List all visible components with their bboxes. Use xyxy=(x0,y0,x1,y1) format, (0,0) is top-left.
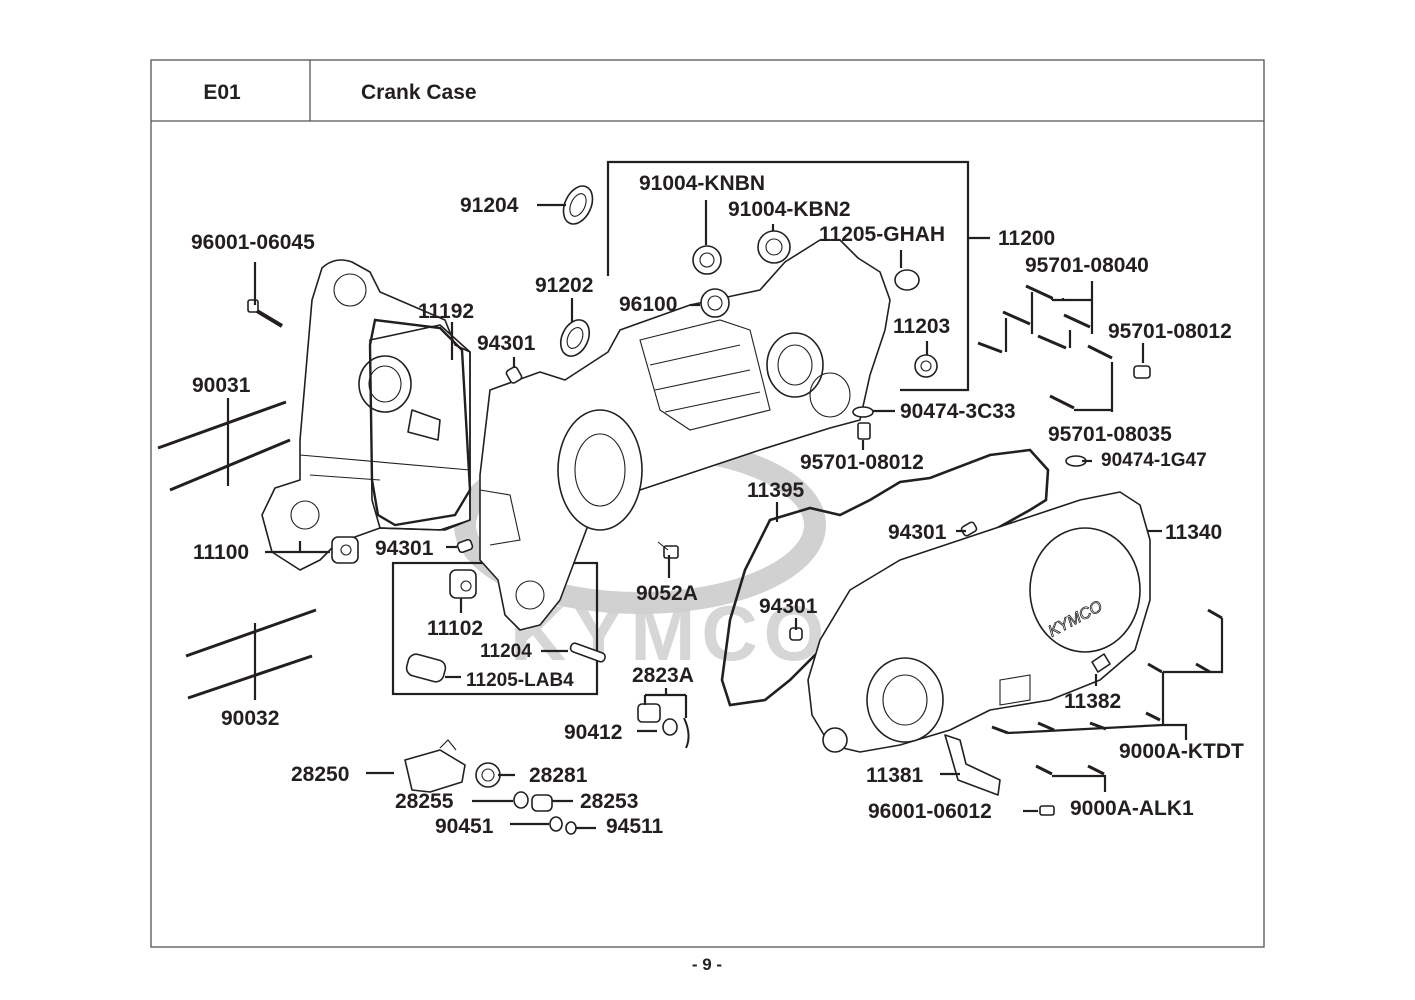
part-label-95701-08012-right[interactable]: 95701-08012 xyxy=(1108,320,1232,343)
part-label-28250[interactable]: 28250 xyxy=(291,763,349,786)
bushing-28253-icon xyxy=(531,794,553,812)
dowel-pin-94301-b-icon xyxy=(456,538,474,554)
part-label-95701-08012-center[interactable]: 95701-08012 xyxy=(800,451,924,474)
bolt-96001-06012-icon xyxy=(1039,805,1055,816)
oil-seal-91204-icon xyxy=(562,185,594,225)
part-label-11205-lab4[interactable]: 11205-LAB4 xyxy=(466,670,574,691)
part-label-2823a[interactable]: 2823A xyxy=(632,664,694,687)
bushing-11205-ghah-icon xyxy=(894,269,920,291)
part-label-94301-left[interactable]: 94301 xyxy=(375,537,434,560)
bolt-9052a-icon xyxy=(657,541,679,559)
stud-bolts-90032-icon xyxy=(185,608,317,700)
part-label-9000a-alk1[interactable]: 9000A-ALK1 xyxy=(1070,797,1194,820)
leader-lines xyxy=(226,200,1224,830)
crankcase-right-kit-box xyxy=(606,160,970,392)
part-label-11382[interactable]: 11382 xyxy=(1064,690,1121,713)
part-label-90412[interactable]: 90412 xyxy=(564,721,622,744)
right-crankcase-drawing xyxy=(479,239,891,631)
bushing-11205-lab4-icon xyxy=(405,653,447,683)
section-title: Crank Case xyxy=(361,81,477,104)
part-label-9000a-ktdt[interactable]: 9000A-KTDT xyxy=(1119,740,1244,763)
part-label-28253[interactable]: 28253 xyxy=(580,790,638,813)
part-label-96001-06045[interactable]: 96001-06045 xyxy=(191,231,315,254)
stopper-2823a-icon xyxy=(637,703,690,749)
kick-shaft-28250-icon xyxy=(404,739,466,793)
page-frame xyxy=(150,59,1265,948)
part-label-11100[interactable]: 11100 xyxy=(193,541,249,564)
bolt-set-9000a-alk1-icon xyxy=(1035,764,1105,776)
watermark-text: KYMCO xyxy=(510,589,830,677)
part-label-90451[interactable]: 90451 xyxy=(435,815,494,838)
oil-seal-91202-icon xyxy=(559,319,591,357)
bolt-set-95701-08035-icon xyxy=(1049,344,1113,410)
part-label-11203[interactable]: 11203 xyxy=(893,315,950,338)
bushing-11203-icon xyxy=(914,354,938,378)
pin-11204-icon xyxy=(569,642,606,663)
part-label-95701-08035[interactable]: 95701-08035 xyxy=(1048,423,1172,446)
part-label-91202[interactable]: 91202 xyxy=(535,274,593,297)
part-label-11192[interactable]: 11192 xyxy=(418,300,474,323)
part-label-11200[interactable]: 11200 xyxy=(998,227,1055,250)
part-label-11102[interactable]: 11102 xyxy=(427,617,483,640)
spring-28281-icon xyxy=(475,762,501,788)
part-label-96100[interactable]: 96100 xyxy=(619,293,677,316)
part-label-91004-knbn[interactable]: 91004-KNBN xyxy=(639,172,765,195)
page-number: - 9 - xyxy=(692,955,722,974)
dowel-pin-94301-a-icon xyxy=(505,366,523,384)
circlip-94511-icon xyxy=(565,821,577,835)
bracket-11381-icon xyxy=(944,734,1001,796)
bushing-11100-icon xyxy=(331,536,359,564)
part-label-11204[interactable]: 11204 xyxy=(480,641,532,662)
part-label-90032[interactable]: 90032 xyxy=(221,707,279,730)
part-label-90031[interactable]: 90031 xyxy=(192,374,251,397)
part-label-94301-gasket[interactable]: 94301 xyxy=(759,595,818,618)
part-label-90474-1g47[interactable]: 90474-1G47 xyxy=(1101,450,1207,471)
part-label-9052a[interactable]: 9052A xyxy=(636,582,698,605)
part-label-95701-08040[interactable]: 95701-08040 xyxy=(1025,254,1149,277)
bearing-91004-kbn2-icon xyxy=(757,230,791,264)
left-side-cover-drawing: KYMCO xyxy=(807,491,1151,753)
bolt-95701-08012-right-icon xyxy=(1133,365,1151,379)
cover-gasket-drawing xyxy=(720,448,1050,707)
part-labels: 91204 96001-06045 91202 11192 94301 9003… xyxy=(191,172,1244,838)
part-label-11340[interactable]: 11340 xyxy=(1165,521,1222,544)
stud-bolts-90031-icon xyxy=(157,400,291,492)
bolt-set-95701-08040-icon xyxy=(977,284,1091,354)
bolt-96001-06045-icon xyxy=(247,299,284,328)
bolt-set-9000a-ktdt-icon xyxy=(991,608,1223,735)
part-label-96001-06012[interactable]: 96001-06012 xyxy=(868,800,992,823)
part-label-11205-ghah[interactable]: 11205-GHAH xyxy=(819,223,945,246)
part-label-91204[interactable]: 91204 xyxy=(460,194,519,217)
dowel-pin-94301-c-icon xyxy=(960,521,978,537)
washer-90451-icon xyxy=(549,816,563,832)
clamp-11382-icon xyxy=(1091,653,1111,673)
part-label-28281[interactable]: 28281 xyxy=(529,764,588,787)
section-code: E01 xyxy=(203,81,241,104)
part-label-90474-3c33[interactable]: 90474-3C33 xyxy=(900,400,1016,423)
washer-90474-3c33-icon xyxy=(852,406,874,418)
part-label-91004-kbn2[interactable]: 91004-KBN2 xyxy=(728,198,851,221)
bearing-91004-knbn-icon xyxy=(692,245,722,275)
part-label-94511[interactable]: 94511 xyxy=(606,815,664,838)
part-label-94301-cover[interactable]: 94301 xyxy=(888,521,947,544)
part-label-94301-upper[interactable]: 94301 xyxy=(477,332,536,355)
part-label-11395[interactable]: 11395 xyxy=(747,479,805,502)
left-crankcase-drawing xyxy=(261,259,471,571)
drain-bolt-95701-08012-icon xyxy=(857,422,871,440)
part-label-11381[interactable]: 11381 xyxy=(866,764,924,787)
bearing-96100-icon xyxy=(700,288,730,318)
bushing-11102-icon xyxy=(449,569,477,599)
washer-28255-icon xyxy=(513,791,529,809)
part-label-28255[interactable]: 28255 xyxy=(395,790,454,813)
